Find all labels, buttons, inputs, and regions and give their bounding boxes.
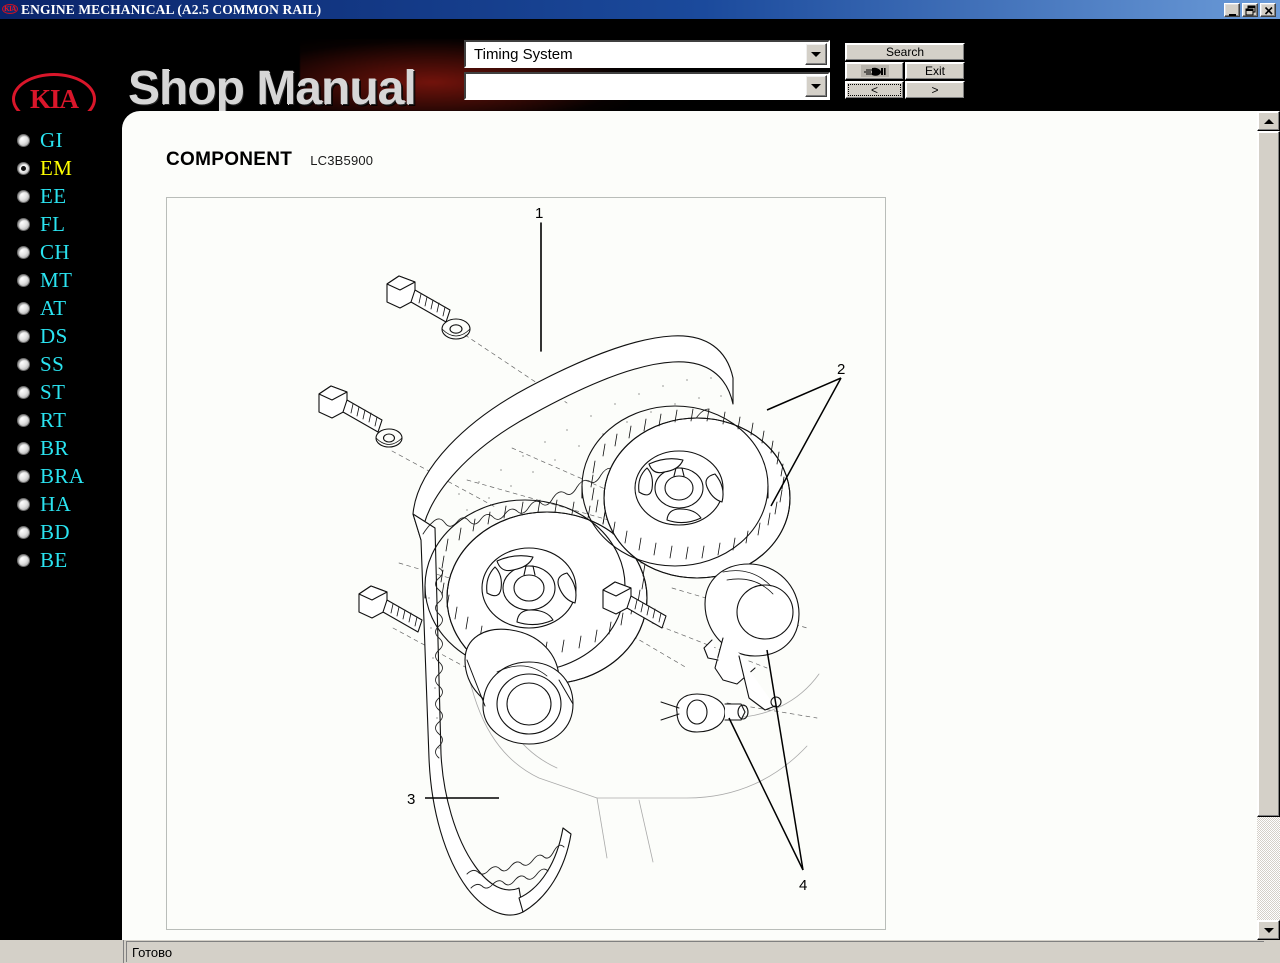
scroll-down-button[interactable] — [1257, 920, 1280, 940]
system-select-value: Timing System — [474, 45, 573, 63]
radio-icon[interactable] — [17, 525, 30, 539]
radio-icon[interactable] — [17, 217, 30, 231]
restore-button[interactable] — [1242, 2, 1258, 17]
next-page-button[interactable]: > — [905, 81, 965, 99]
vertical-scrollbar[interactable] — [1257, 111, 1280, 940]
radio-icon[interactable] — [17, 133, 30, 147]
close-button[interactable] — [1260, 2, 1276, 17]
radio-icon[interactable] — [17, 161, 30, 175]
previous-page-button[interactable]: < — [845, 81, 904, 99]
callout-label-4: 4 — [799, 877, 807, 894]
radio-icon[interactable] — [17, 273, 30, 287]
sidebar-item-ee[interactable]: EE — [0, 182, 122, 210]
kia-logo-icon: KIA — [2, 2, 18, 17]
window-title: ENGINE MECHANICAL (A2.5 COMMON RAIL) — [21, 1, 322, 17]
radio-icon[interactable] — [17, 441, 30, 455]
sidebar-item-label: BD — [40, 519, 70, 544]
subsection-select[interactable] — [464, 72, 830, 100]
sidebar-item-label: AT — [40, 295, 67, 320]
kia-brand-logo: KIA — [12, 73, 96, 111]
sidebar-item-label: EE — [40, 183, 67, 208]
sidebar-item-label: BRA — [40, 463, 85, 488]
sidebar-item-at[interactable]: AT — [0, 294, 122, 322]
page-title-row: COMPONENT LC3B5900 — [166, 149, 373, 171]
previous-page-label: < — [870, 83, 878, 97]
radio-icon[interactable] — [17, 357, 30, 371]
window-controls — [1224, 2, 1278, 17]
pointing-hand-icon — [860, 65, 889, 77]
radio-icon[interactable] — [17, 329, 30, 343]
sidebar-item-label: HA — [40, 491, 72, 516]
radio-icon[interactable] — [17, 385, 30, 399]
resize-grip[interactable] — [1264, 940, 1280, 963]
sidebar-item-label: ST — [40, 379, 66, 404]
kia-logo-icon-text: KIA — [4, 4, 16, 13]
radio-icon[interactable] — [17, 189, 30, 203]
radio-icon[interactable] — [17, 469, 30, 483]
sidebar-item-ch[interactable]: CH — [0, 238, 122, 266]
sidebar-item-label: CH — [40, 239, 70, 264]
triangle-down-icon — [1263, 927, 1274, 933]
scrollbar-track[interactable] — [1257, 131, 1280, 920]
triangle-up-icon — [1263, 118, 1274, 124]
system-select[interactable]: Timing System — [464, 40, 830, 68]
sidebar-item-bra[interactable]: BRA — [0, 462, 122, 490]
sidebar-item-label: SS — [40, 351, 65, 376]
brand-title: Shop Manual — [128, 62, 417, 111]
sidebar-item-gi[interactable]: GI — [0, 126, 122, 154]
manual-page: COMPONENT LC3B5900 — [122, 111, 1257, 940]
radio-icon[interactable] — [17, 413, 30, 427]
radio-icon[interactable] — [17, 497, 30, 511]
radio-icon[interactable] — [17, 245, 30, 259]
search-button[interactable]: Search — [845, 43, 965, 61]
radio-icon[interactable] — [17, 553, 30, 567]
sidebar-item-label: MT — [40, 267, 73, 292]
scrollbar-thumb[interactable] — [1257, 131, 1280, 818]
sidebar-item-mt[interactable]: MT — [0, 266, 122, 294]
sidebar-item-label: BR — [40, 435, 69, 460]
header-button-cluster: Search Exit < — [845, 43, 965, 99]
callout-label-2: 2 — [837, 361, 845, 378]
section-sidebar: GI EM EE FL CH MT AT DS — [0, 111, 122, 940]
pointing-hand-button[interactable] — [845, 62, 904, 80]
sidebar-item-bd[interactable]: BD — [0, 518, 122, 546]
sidebar-item-label: FL — [40, 211, 66, 236]
exit-button[interactable]: Exit — [905, 62, 965, 80]
sidebar-item-ds[interactable]: DS — [0, 322, 122, 350]
kia-brand-logo-text: KIA — [29, 83, 79, 111]
sidebar-item-be[interactable]: BE — [0, 546, 122, 574]
page-title: COMPONENT — [166, 149, 293, 170]
sidebar-item-ha[interactable]: HA — [0, 490, 122, 518]
minimize-button[interactable] — [1224, 2, 1240, 17]
sidebar-item-label: EM — [40, 155, 73, 180]
sidebar-item-ss[interactable]: SS — [0, 350, 122, 378]
sidebar-item-label: DS — [40, 323, 68, 348]
figure-code: LC3B5900 — [310, 153, 374, 168]
callout-label-1: 1 — [535, 205, 543, 222]
sidebar-item-label: BE — [40, 547, 68, 572]
timing-belt-diagram: 1 2 3 4 — [318, 205, 845, 916]
window-titlebar: KIA ENGINE MECHANICAL (A2.5 COMMON RAIL) — [0, 0, 1280, 19]
sidebar-item-fl[interactable]: FL — [0, 210, 122, 238]
scroll-up-button[interactable] — [1257, 111, 1280, 131]
sidebar-item-br[interactable]: BR — [0, 434, 122, 462]
sidebar-item-label: RT — [40, 407, 67, 432]
chevron-down-icon[interactable] — [805, 43, 827, 65]
search-selectors: Timing System — [464, 40, 830, 104]
radio-icon[interactable] — [17, 301, 30, 315]
status-bar-left-pad — [0, 940, 124, 963]
app-header: KIA Shop Manual Timing System Search — [0, 19, 1280, 111]
sidebar-item-st[interactable]: ST — [0, 378, 122, 406]
chevron-down-icon[interactable] — [805, 75, 827, 97]
status-message: Готово — [126, 941, 1264, 962]
sidebar-item-em[interactable]: EM — [0, 154, 122, 182]
figure-frame: 1 2 3 4 — [166, 197, 886, 930]
callout-label-3: 3 — [407, 791, 415, 808]
sidebar-item-rt[interactable]: RT — [0, 406, 122, 434]
sidebar-item-label: GI — [40, 127, 63, 152]
status-bar: Готово — [0, 940, 1280, 963]
